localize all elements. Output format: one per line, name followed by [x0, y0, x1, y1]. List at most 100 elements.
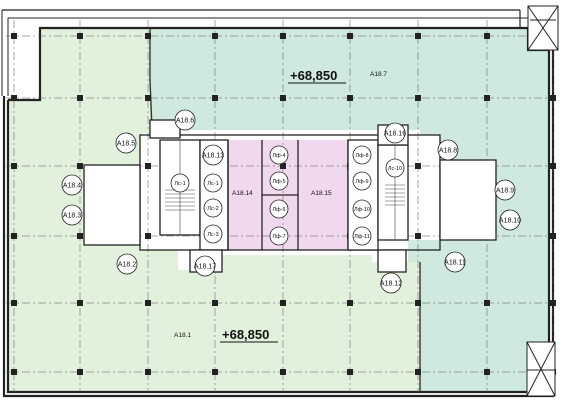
room-label-a18-1: A18.1: [174, 332, 191, 339]
lift-tag-l10: Лф-10: [352, 199, 372, 219]
lift-tag-l4: Лф-4: [269, 145, 289, 165]
tag-a18-17: A18.17: [194, 255, 216, 277]
stair-tag-l1b: Лс-1: [203, 173, 223, 193]
column: [484, 33, 490, 39]
column: [77, 163, 83, 169]
column: [347, 300, 353, 306]
column: [280, 95, 286, 101]
column: [145, 33, 151, 39]
column: [415, 369, 421, 375]
svg-text:Лф-10: Лф-10: [354, 207, 370, 213]
svg-text:A18.13: A18.13: [202, 153, 224, 160]
column: [212, 95, 218, 101]
elevation-upper: +68,850: [290, 68, 337, 83]
svg-text:Лф-7: Лф-7: [272, 234, 285, 240]
column: [11, 369, 17, 375]
tag-a18-5: A18.5: [115, 132, 137, 154]
room-label-a18-7: A18.7: [370, 71, 387, 78]
svg-text:A18.11: A18.11: [444, 260, 466, 267]
column: [280, 369, 286, 375]
column: [484, 300, 490, 306]
column: [11, 233, 17, 239]
column: [484, 369, 490, 375]
lift-tag-l6: Лф-6: [269, 199, 289, 219]
column: [280, 300, 286, 306]
svg-text:A18.8: A18.8: [439, 148, 457, 155]
tag-a18-11: A18.11: [444, 251, 466, 273]
column: [415, 95, 421, 101]
zone-office-east: [150, 28, 549, 392]
corner-stair-ne: [527, 5, 559, 51]
stair-tag-l2: Лс-2: [203, 198, 223, 218]
svg-text:Лф-6: Лф-6: [272, 207, 285, 213]
column: [415, 233, 421, 239]
tag-a18-8: A18.8: [437, 139, 459, 161]
zone-office-west: [8, 28, 420, 392]
lift-tag-l8: Лф-8: [352, 145, 372, 165]
elevation-lower: +68,850: [222, 327, 269, 342]
column: [347, 33, 353, 39]
tag-a18-16: A18.16: [384, 122, 406, 144]
tag-a18-13: A18.13: [202, 144, 224, 166]
column: [484, 95, 490, 101]
column: [212, 300, 218, 306]
column: [145, 163, 151, 169]
column: [77, 369, 83, 375]
column: [415, 163, 421, 169]
column: [415, 300, 421, 306]
tag-a18-10: A18.10: [499, 209, 521, 231]
tag-a18-9: A18.9: [494, 179, 516, 201]
svg-text:A18.17: A18.17: [194, 264, 216, 271]
lift-tag-l7: Лф-7: [269, 226, 289, 246]
column: [347, 369, 353, 375]
svg-text:A18.3: A18.3: [63, 213, 81, 220]
column: [77, 233, 83, 239]
lift-tag-l11: Лф-11: [352, 226, 372, 246]
svg-text:Лф-5: Лф-5: [272, 179, 285, 185]
room-label-a18-15: A18.15: [311, 190, 332, 197]
tag-a18-2: A18.2: [116, 253, 138, 275]
svg-text:Лс-2: Лс-2: [207, 206, 218, 212]
column: [77, 95, 83, 101]
column: [212, 369, 218, 375]
svg-text:Лс-3: Лс-3: [207, 232, 218, 238]
svg-text:A18.16: A18.16: [384, 131, 406, 138]
svg-text:Лс-10: Лс-10: [388, 166, 402, 172]
svg-text:Лф-4: Лф-4: [272, 153, 285, 159]
column: [145, 233, 151, 239]
column: [11, 300, 17, 306]
lift-tag-l5: Лф-5: [269, 171, 289, 191]
column: [77, 300, 83, 306]
svg-text:A18.2: A18.2: [118, 262, 136, 269]
column: [550, 163, 556, 169]
svg-text:Лф-9: Лф-9: [355, 179, 368, 185]
tag-a18-4: A18.4: [61, 174, 83, 196]
svg-text:Лс-1: Лс-1: [207, 181, 218, 187]
svg-text:Лс-1: Лс-1: [174, 181, 185, 187]
column: [550, 95, 556, 101]
svg-text:A18.9: A18.9: [496, 188, 514, 195]
column: [11, 95, 17, 101]
svg-text:A18.12: A18.12: [380, 281, 402, 288]
svg-text:Лф-11: Лф-11: [354, 234, 370, 240]
column: [145, 95, 151, 101]
column: [145, 369, 151, 375]
svg-text:A18.4: A18.4: [63, 183, 81, 190]
svg-text:A18.10: A18.10: [499, 218, 521, 225]
column: [11, 163, 17, 169]
stair-tag-l10: Лс-10: [385, 158, 405, 178]
corner-stair-se: [526, 341, 556, 397]
column-grid: [6, 20, 554, 392]
column: [280, 163, 286, 169]
column: [212, 33, 218, 39]
svg-text:A18.6: A18.6: [176, 118, 194, 125]
column: [415, 33, 421, 39]
lift-tag-l9: Лф-9: [352, 171, 372, 191]
column: [550, 233, 556, 239]
stair-tag-l3: Лс-3: [203, 224, 223, 244]
tag-a18-6: A18.6: [174, 109, 196, 131]
stair-tag-l1: Лс-1: [170, 173, 190, 193]
room-label-a18-14: A18.14: [232, 190, 253, 197]
column: [280, 33, 286, 39]
